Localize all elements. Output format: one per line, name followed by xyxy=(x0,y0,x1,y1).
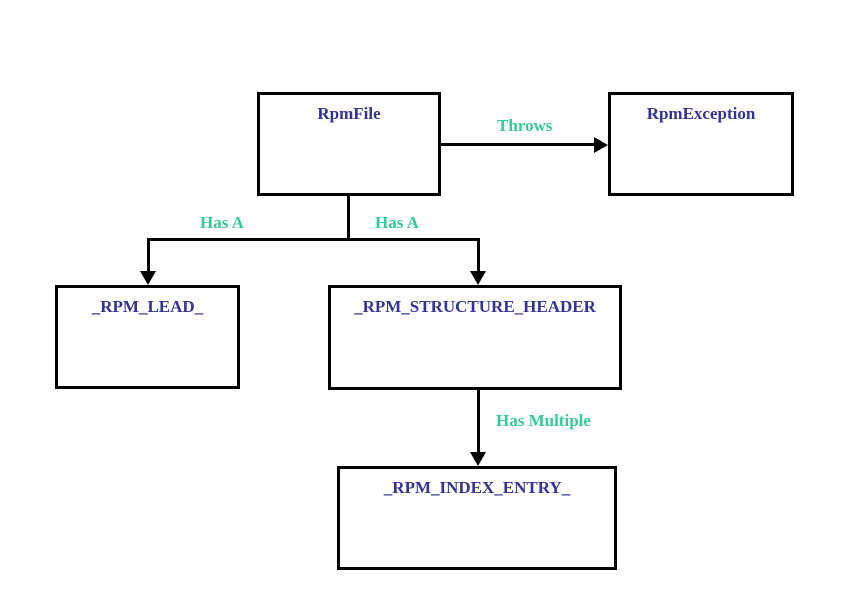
has-a-right-edge-label: Has A xyxy=(375,213,419,232)
node-rpm-index-entry: _RPM_INDEX_ENTRY_ xyxy=(337,466,617,570)
has-a-left-arrowhead-icon xyxy=(140,271,156,285)
node-rpm-lead-label: _RPM_LEAD_ xyxy=(91,297,204,316)
node-rpmexception-label: RpmException xyxy=(646,104,756,123)
node-rpm-structure-header: _RPM_STRUCTURE_HEADER xyxy=(328,285,622,390)
throws-arrowhead-icon xyxy=(594,137,608,153)
rpmfile-stem-line xyxy=(347,196,350,241)
node-rpm-structure-header-label: _RPM_STRUCTURE_HEADER xyxy=(354,297,596,316)
has-multiple-edge-line xyxy=(477,390,480,453)
node-rpmexception: RpmException xyxy=(608,92,794,196)
node-rpmfile-label: RpmFile xyxy=(317,104,381,123)
throws-edge-line xyxy=(441,143,594,146)
node-rpm-lead: _RPM_LEAD_ xyxy=(55,285,240,389)
node-rpmfile: RpmFile xyxy=(257,92,441,196)
throws-edge-label: Throws xyxy=(497,116,553,135)
has-a-right-edge-line xyxy=(477,238,480,272)
has-a-left-edge-line xyxy=(147,238,150,272)
node-rpm-index-entry-label: _RPM_INDEX_ENTRY_ xyxy=(383,478,571,497)
has-a-left-edge-label: Has A xyxy=(200,213,244,232)
has-multiple-edge-label: Has Multiple xyxy=(496,411,591,430)
has-a-right-arrowhead-icon xyxy=(470,271,486,285)
has-a-branch-line xyxy=(147,238,480,241)
has-multiple-arrowhead-icon xyxy=(470,452,486,466)
